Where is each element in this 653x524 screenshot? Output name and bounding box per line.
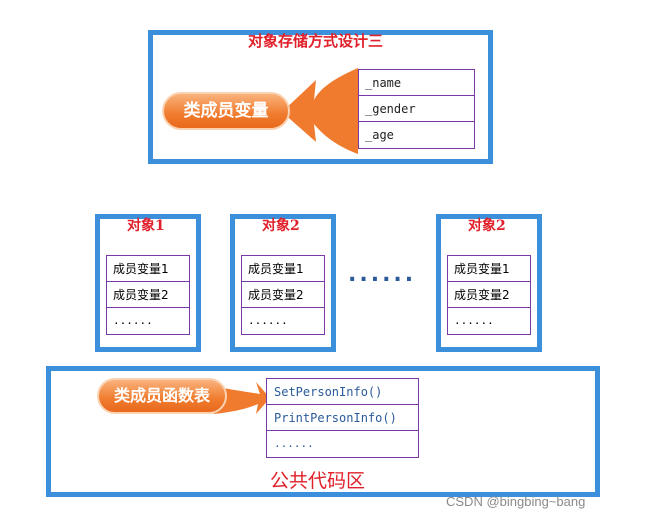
top-bubble-member-variables: 类成员变量 [162, 92, 290, 130]
field-age: _age [365, 127, 394, 142]
bottom-bubble-member-function-table: 类成员函数表 [97, 378, 227, 414]
object-3-row-1: 成员变量1 [448, 256, 530, 282]
field-gender: _gender [359, 96, 474, 122]
object-1-row-3: ...... [113, 314, 153, 327]
object-title-1: 对象1 [127, 218, 165, 234]
watermark: CSDN @bingbing~bang [446, 494, 586, 509]
object-rows-1: 成员变量1 成员变量2 ...... [106, 255, 190, 335]
object-title-2: 对象2 [262, 218, 300, 234]
object-2-row-3: ...... [248, 314, 288, 327]
top-title: 对象存储方式设计三 [248, 32, 384, 50]
function-print-person-info: PrintPersonInfo() [267, 405, 418, 431]
object-title-3: 对象2 [468, 218, 506, 234]
field-name: _name [359, 70, 474, 96]
object-rows-2: 成员变量1 成员变量2 ...... [241, 255, 325, 335]
top-field-list: _name _gender _age [358, 69, 475, 149]
object-3-row-2: 成员变量2 [448, 282, 530, 308]
bottom-arrow-icon [214, 382, 270, 414]
object-1-row-1: 成员变量1 [107, 256, 189, 282]
object-1-row-2: 成员变量2 [107, 282, 189, 308]
objects-ellipsis: ...... [348, 262, 417, 287]
object-2-row-1: 成员变量1 [242, 256, 324, 282]
object-2-row-2: 成员变量2 [242, 282, 324, 308]
function-set-person-info: SetPersonInfo() [267, 379, 418, 405]
object-3-row-3: ...... [454, 314, 494, 327]
function-table: SetPersonInfo() PrintPersonInfo() ...... [266, 378, 419, 458]
top-arrow-icon [282, 68, 358, 154]
public-code-area-label: 公共代码区 [270, 470, 366, 492]
function-ellipsis: ...... [274, 437, 314, 450]
object-rows-3: 成员变量1 成员变量2 ...... [447, 255, 531, 335]
